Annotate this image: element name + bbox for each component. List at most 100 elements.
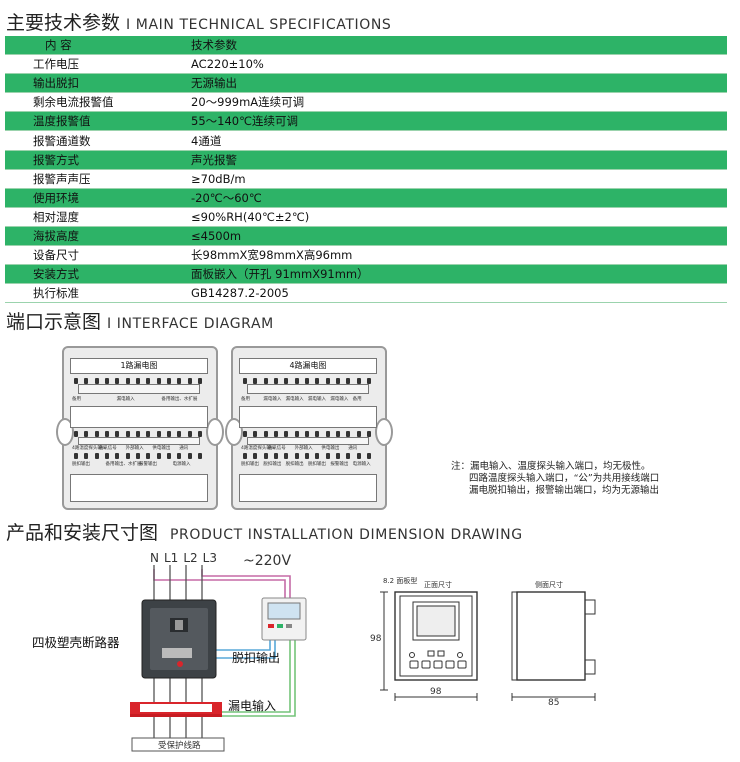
side-size-label: 侧面尺寸: [535, 581, 563, 589]
panel-window-bottom: [239, 474, 377, 502]
terminal-dot: [273, 431, 278, 437]
terminal-label: 外部输入: [125, 446, 144, 451]
terminal-dot: [253, 378, 258, 384]
terminal-dot: [125, 378, 130, 384]
dimension-title-zh: 产品和安装尺寸图: [6, 522, 159, 544]
terminal-dot: [284, 378, 289, 384]
spec-item-label: 工作电压: [33, 57, 79, 72]
terminal-dot: [115, 453, 120, 459]
spec-item-label: 剩余电流报警值: [33, 95, 114, 110]
spec-item-value: ≥70dB/m: [191, 171, 246, 186]
terminal-label: 脱扣输出: [72, 462, 90, 467]
terminal-dot: [325, 378, 330, 384]
spec-table-row: 输出脱扣无源输出: [5, 74, 727, 94]
terminal-label: 报警输出: [330, 462, 349, 467]
terminal-dot: [84, 453, 89, 459]
terminal-dot: [146, 378, 151, 384]
spec-title-zh: 主要技术参数: [6, 12, 121, 34]
terminal-dot: [187, 453, 192, 459]
spec-item-value: 技术参数: [191, 38, 237, 53]
leak-input-label: 漏电输入: [228, 699, 277, 713]
terminal-dot: [166, 378, 171, 384]
spec-item-label: 报警声声压: [33, 171, 91, 186]
terminal-dot: [146, 453, 151, 459]
terminal-label: 漏电输入: [330, 397, 349, 402]
terminal-label: 备用: [72, 397, 81, 402]
terminal-label: 脱扣输出: [308, 462, 326, 467]
spec-item-value: -20℃～60℃: [191, 190, 262, 205]
interface-title-zh: 端口示意图: [6, 311, 102, 333]
terminal-dot: [74, 453, 78, 459]
terminal-dot: [273, 453, 278, 459]
terminal-dot: [104, 453, 109, 459]
label-n: N: [150, 551, 159, 565]
terminal-dot: [315, 431, 320, 437]
terminal-dot: [104, 378, 109, 384]
panel-notch-right: [206, 418, 224, 446]
terminal-label: 供电输出: [321, 446, 340, 451]
wire-l3: [201, 569, 291, 600]
spec-item-value: 无源输出: [191, 76, 237, 91]
spec-item-value: 长98mmX宽98mmX高96mm: [191, 248, 353, 263]
front-size-label: 正面尺寸: [424, 581, 452, 589]
terminal-row: [243, 453, 371, 459]
note-line-1: 注：漏电输入、温度探头输入端口，均无极性。: [451, 461, 651, 472]
spec-table-row: 相对湿度≤90%RH(40℃±2℃): [5, 208, 727, 227]
spec-item-value: 面板嵌入（开孔 91mmX91mm）: [191, 267, 369, 282]
terminal-dot: [253, 453, 258, 459]
note-line-3: 漏电脱扣输出，报警输出端口，均为无源输出: [469, 485, 660, 496]
terminal-label: 电源输入: [172, 462, 191, 467]
terminal-label: 脱扣输出: [263, 462, 282, 467]
terminal-label: 通讯: [179, 446, 189, 451]
terminal-dot: [315, 453, 320, 459]
panel-window-middle: [239, 406, 377, 428]
terminal-dot: [243, 431, 247, 437]
terminal-dot: [156, 378, 161, 384]
spec-table-row: 报警方式声光报警: [5, 150, 727, 170]
spec-table-row: 报警声声压 ≥70dB/m: [5, 170, 727, 189]
panel-window-middle: [70, 406, 208, 428]
terminal-dot: [284, 431, 289, 437]
panel-notch-right: [375, 418, 393, 446]
leakage-transformer: [130, 702, 222, 717]
spec-table-row: 使用环境 -20℃～60℃: [5, 188, 727, 208]
terminal-label: 电源输入: [352, 462, 371, 467]
dimension-title-en: PRODUCT INSTALLATION DIMENSION DRAWING: [170, 527, 523, 543]
terminal-label: 漏电输入: [308, 397, 326, 402]
terminal-label: 漏电输入: [263, 397, 282, 402]
terminal-dot: [366, 431, 371, 437]
terminal-dot: [84, 431, 89, 437]
breaker-label: 四极塑壳断路器: [32, 635, 120, 650]
spec-item-label: 报警通道数: [33, 133, 91, 148]
terminal-dot: [94, 431, 99, 437]
terminal-dot: [294, 378, 299, 384]
spec-table-row: 剩余电流报警值 20～999mA连续可调: [5, 93, 727, 113]
panel-title-box: 4路漏电图: [239, 358, 377, 374]
terminal-dot: [253, 431, 258, 437]
spec-table-row: 报警通道数 4通道: [5, 131, 727, 151]
terminal-dot: [166, 453, 171, 459]
terminal-dot: [335, 431, 340, 437]
terminal-dot: [263, 453, 268, 459]
panel-notch-left: [225, 418, 243, 446]
terminal-row: [74, 431, 202, 437]
panel-title: 4路漏电图: [289, 361, 327, 370]
terminal-dot: [74, 378, 78, 384]
terminal-dot: [115, 378, 120, 384]
interface-note: 注：漏电输入、温度探头输入端口，均无极性。 四路温度探头输入端口，“公”为共用接…: [451, 461, 659, 497]
spec-item-label: 报警方式: [33, 152, 79, 167]
spec-item-value: 4通道: [191, 133, 222, 148]
terminal-dot: [315, 378, 320, 384]
spec-item-value: 20～999mA连续可调: [191, 95, 305, 110]
spec-item-value: ≤90%RH(40℃±2℃): [191, 209, 310, 224]
terminal-dot: [284, 453, 289, 459]
terminal-dot: [197, 431, 202, 437]
terminal-dot: [135, 378, 140, 384]
spec-item-label: 使用环境: [33, 190, 79, 205]
interface-title-en: I INTERFACE DIAGRAM: [107, 316, 274, 332]
terminal-dot: [356, 431, 361, 437]
terminal-label: 通讯: [348, 446, 358, 451]
